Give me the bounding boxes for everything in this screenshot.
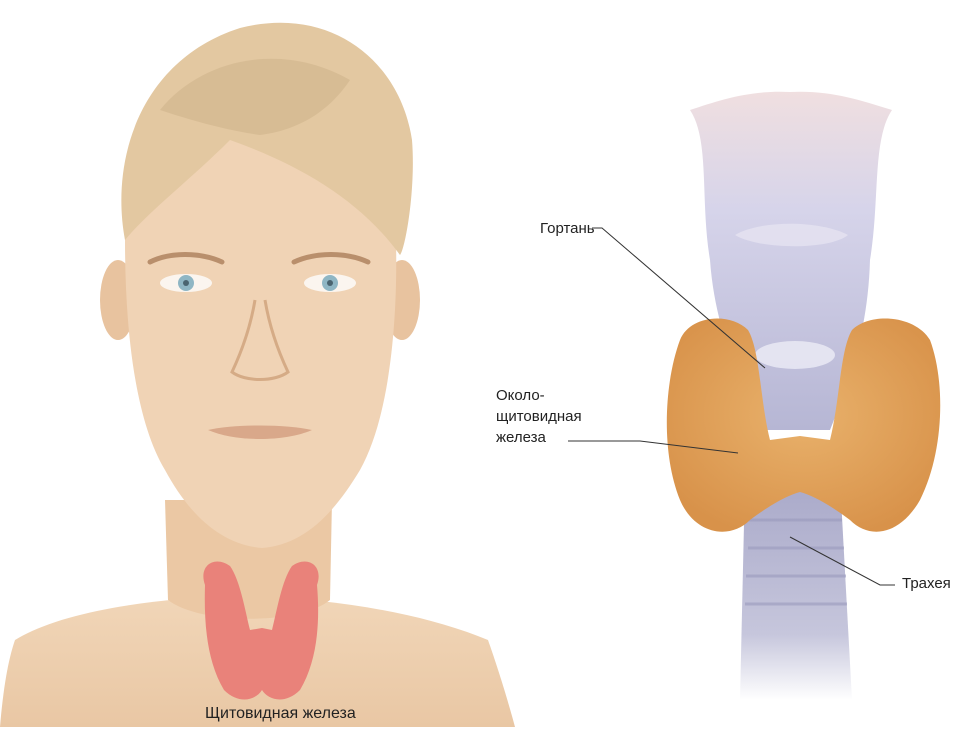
trachea-label: Трахея	[902, 573, 951, 594]
parathyroid-label-line-3: железа	[496, 427, 582, 448]
thyroid-label: Щитовидная железа	[205, 703, 356, 724]
person-figure	[0, 23, 515, 727]
anatomy-detail	[667, 92, 940, 700]
cricoid-ring	[755, 341, 835, 369]
left-pupil	[183, 280, 189, 286]
parathyroid-label-line-1: Около-	[496, 385, 582, 406]
larynx-label: Гортань	[540, 218, 595, 239]
parathyroid-label: Около- щитовидная железа	[496, 385, 582, 448]
parathyroid-label-line-2: щитовидная	[496, 406, 582, 427]
right-pupil	[327, 280, 333, 286]
